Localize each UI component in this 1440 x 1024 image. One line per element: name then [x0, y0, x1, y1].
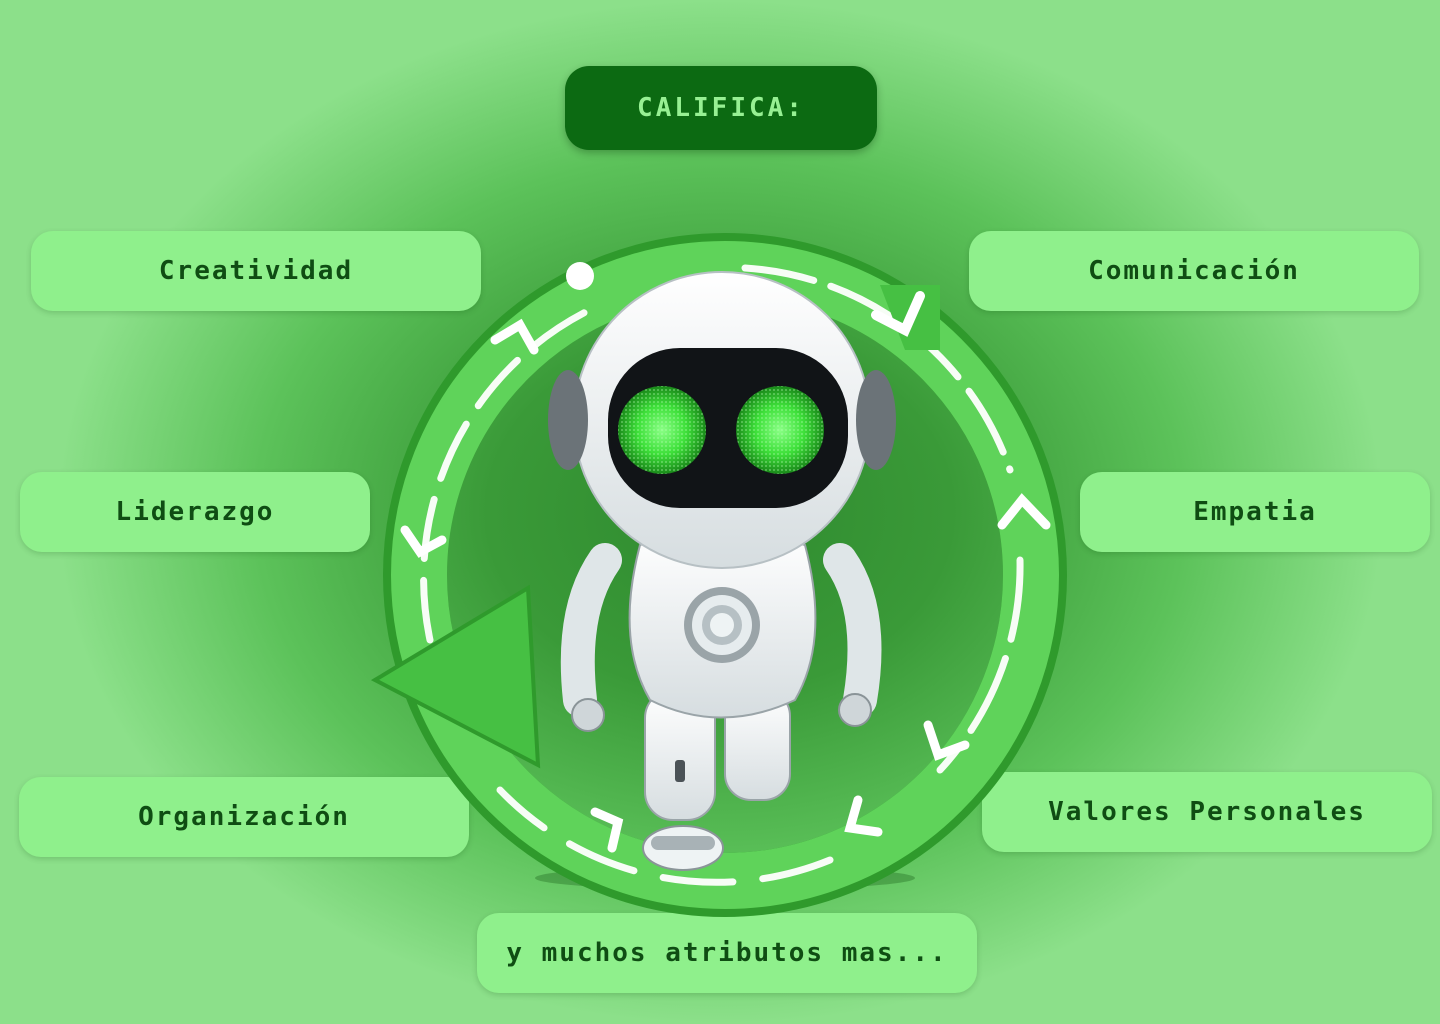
attribute-empatia[interactable]: Empatia — [1080, 472, 1430, 552]
circular-arrows-icon — [370, 233, 1067, 917]
attribute-liderazgo[interactable]: Liderazgo — [20, 472, 370, 552]
attribute-mas[interactable]: y muchos atributos mas... — [477, 913, 977, 993]
robot-mascot — [548, 271, 896, 871]
attribute-creatividad[interactable]: Creatividad — [31, 231, 481, 311]
attribute-comunicacion[interactable]: Comunicación — [969, 231, 1419, 311]
attribute-valores-personales[interactable]: Valores Personales — [982, 772, 1432, 852]
page-title: CALIFICA: — [565, 66, 877, 150]
attribute-organizacion[interactable]: Organización — [19, 777, 469, 857]
robot-illustration — [370, 233, 1067, 917]
